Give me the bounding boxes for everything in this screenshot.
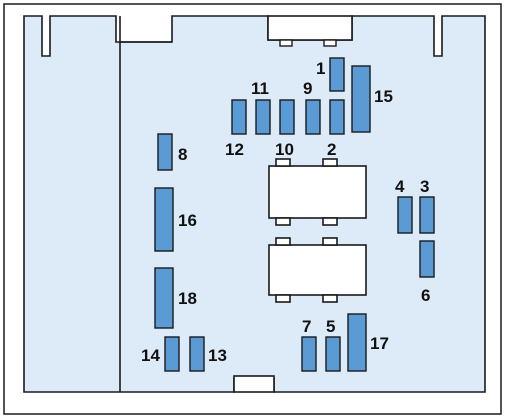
fuse-12 <box>231 99 247 135</box>
top-connector <box>267 15 353 41</box>
fuse-2 <box>329 99 345 135</box>
fuse-label-13: 13 <box>208 346 227 365</box>
fuse-6 <box>419 240 435 278</box>
relay-lower <box>268 237 367 303</box>
top-connector-pin-right <box>323 39 337 47</box>
fuse-label-4: 4 <box>395 177 405 196</box>
fuse-label-11: 11 <box>251 79 269 98</box>
fuse-7 <box>301 336 317 372</box>
fuse-label-14: 14 <box>141 346 160 365</box>
relay-upper <box>268 158 367 226</box>
fuse-10 <box>279 99 295 135</box>
fuse-label-10: 10 <box>275 140 294 159</box>
fuse-label-18: 18 <box>178 289 197 308</box>
bottom-tab <box>233 375 275 393</box>
fuse-label-6: 6 <box>421 286 430 305</box>
fuse-label-7: 7 <box>302 317 311 336</box>
fuse-label-3: 3 <box>420 177 429 196</box>
fuse-box-outline <box>23 15 486 393</box>
fuse-label-9: 9 <box>303 79 312 98</box>
fuse-11 <box>255 99 271 135</box>
top-connector-pin-left <box>279 39 293 47</box>
fuse-18 <box>154 267 174 329</box>
fuse-13 <box>189 336 205 372</box>
fuse-15 <box>351 65 371 133</box>
fuse-label-16: 16 <box>178 211 197 230</box>
fuse-label-5: 5 <box>326 317 335 336</box>
fuse-label-12: 12 <box>225 140 244 159</box>
fuse-14 <box>164 336 180 372</box>
fuse-4 <box>397 196 413 234</box>
fuse-label-17: 17 <box>370 334 389 353</box>
fuse-label-2: 2 <box>327 140 336 159</box>
fuse-1 <box>329 57 345 92</box>
fuse-8 <box>157 133 173 171</box>
fuse-label-8: 8 <box>178 145 187 164</box>
fuse-label-15: 15 <box>374 87 393 106</box>
fuse-label-1: 1 <box>316 59 325 78</box>
fuse-16 <box>154 187 174 252</box>
fuse-17 <box>347 313 367 372</box>
fuse-9 <box>305 99 321 135</box>
fuse-5 <box>325 336 341 372</box>
fuse-3 <box>419 196 435 234</box>
